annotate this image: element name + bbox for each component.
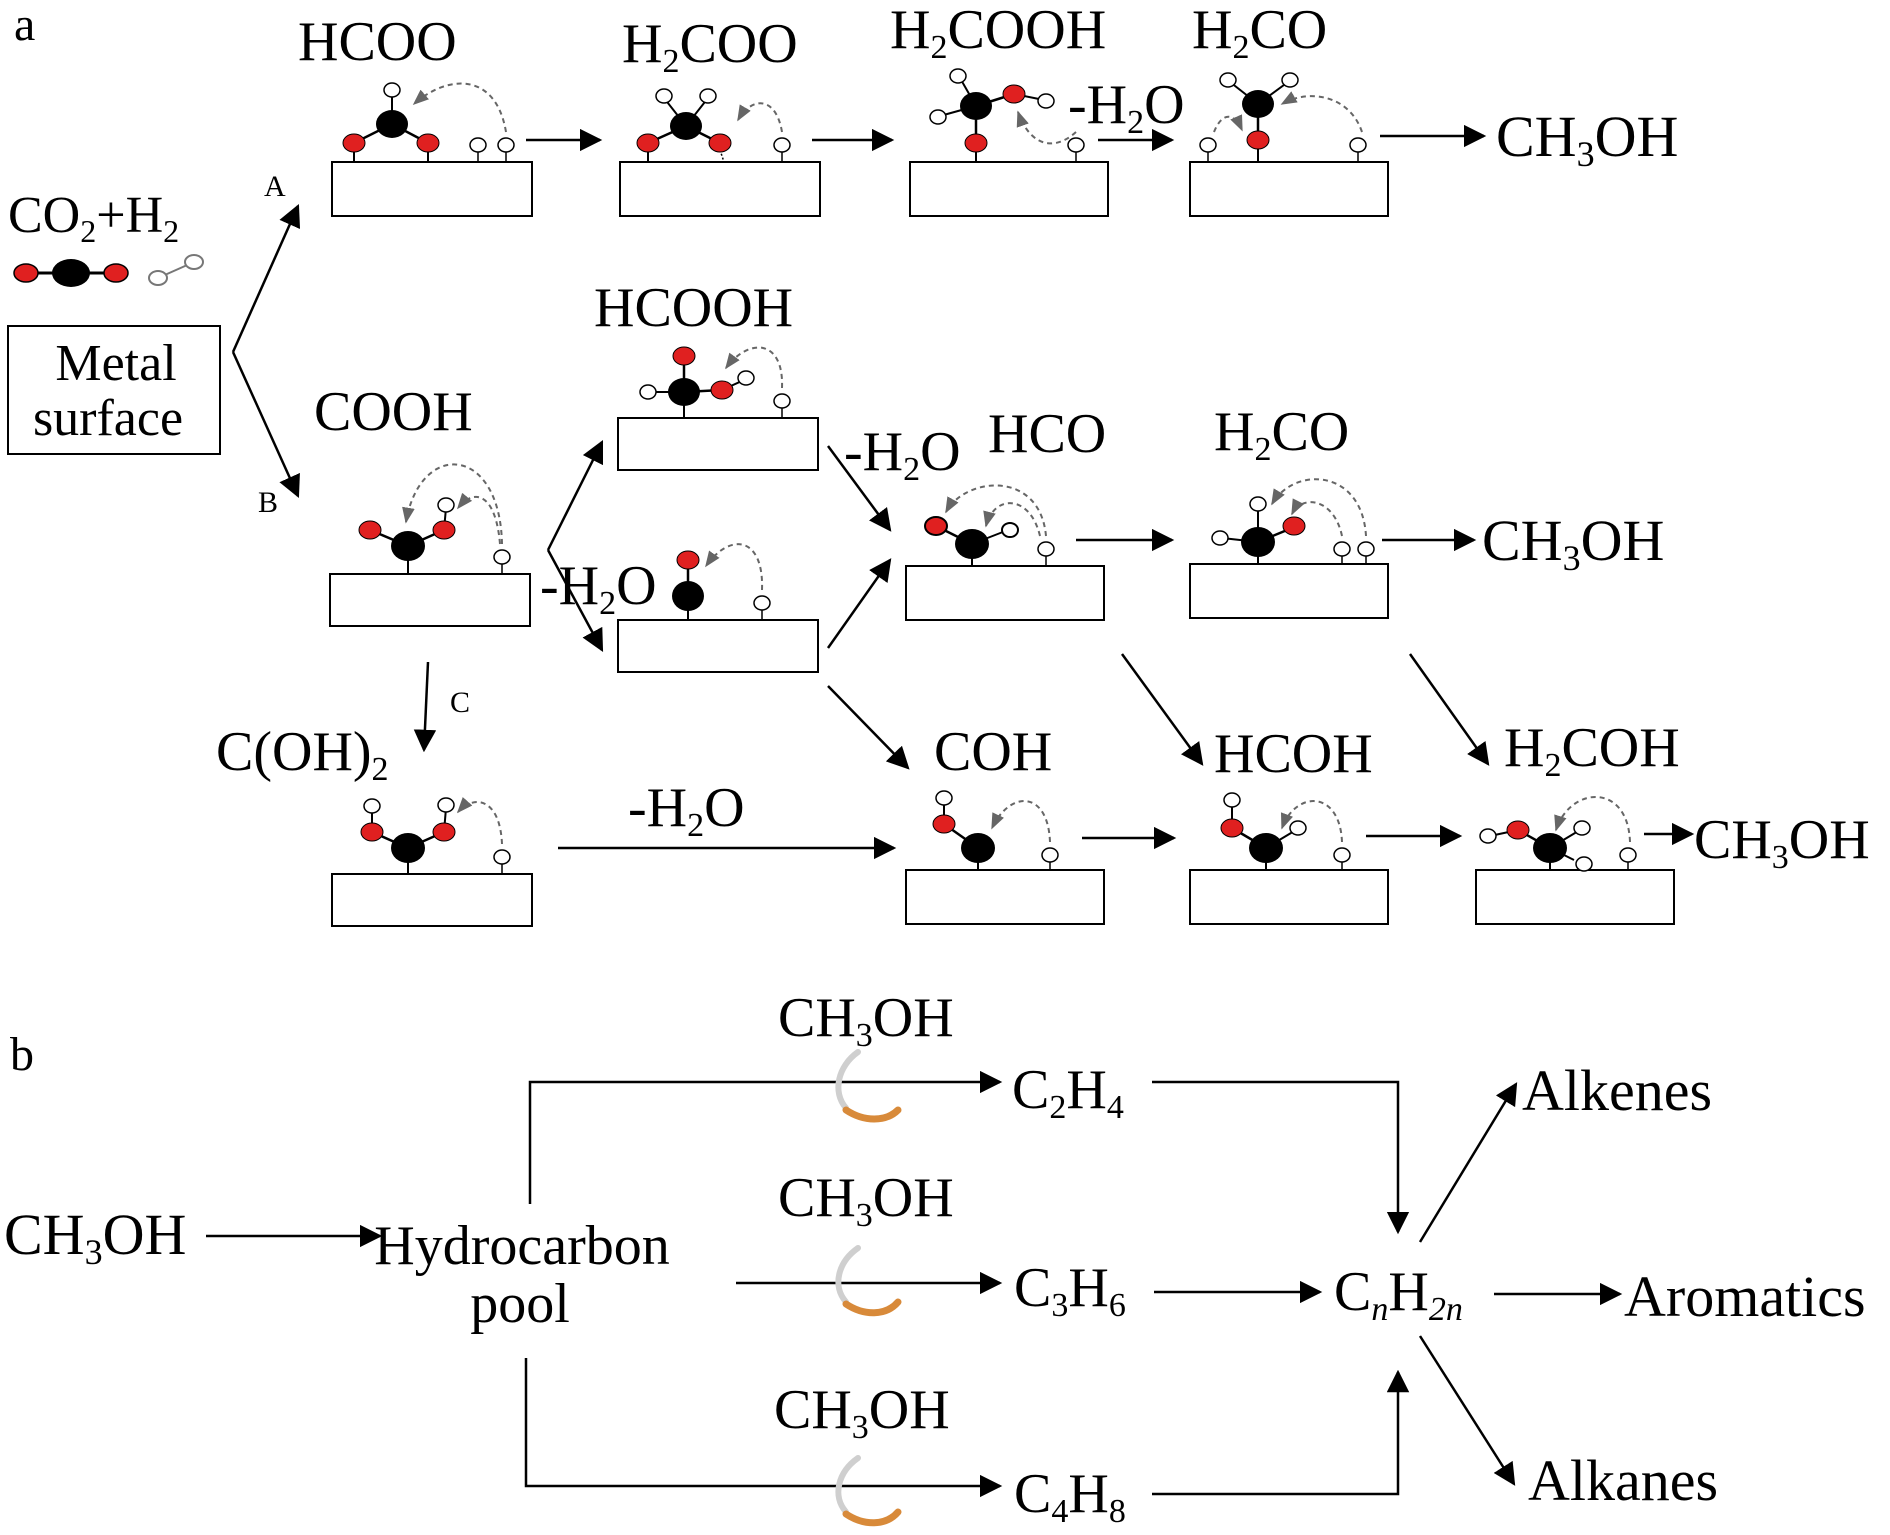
methanol-b1: CH3OH bbox=[1482, 508, 1664, 578]
species-h2co-mid: H2CO bbox=[1214, 401, 1349, 468]
surface-coh2 bbox=[331, 873, 533, 927]
molecule-hcoh bbox=[1220, 792, 1351, 870]
arrow-co-hco bbox=[826, 558, 892, 649]
reactants-label: CO2+H2 bbox=[8, 187, 179, 249]
surface-hcooh bbox=[617, 417, 819, 471]
molecule-h2coo bbox=[636, 88, 791, 163]
route-a-label: A bbox=[264, 170, 286, 203]
molecule-coh bbox=[932, 790, 1059, 870]
molecule-cooh bbox=[358, 463, 511, 574]
route-c-label: C bbox=[450, 686, 470, 719]
species-cooh: COOH bbox=[314, 381, 473, 443]
methanol-feed: CH3OH bbox=[4, 1202, 186, 1272]
route-a-arrow bbox=[231, 203, 301, 353]
surface-hcoo bbox=[331, 161, 533, 217]
olefin-cnh2n: CnH2n bbox=[1334, 1261, 1463, 1328]
panel-b-letter: b bbox=[10, 1028, 34, 1081]
olefin-c4h8: C4H8 bbox=[1014, 1463, 1126, 1530]
arrow-cooh-co bbox=[546, 549, 604, 652]
surface-h2co-mid bbox=[1189, 563, 1389, 619]
surface-h2co-top bbox=[1189, 161, 1389, 217]
species-h2coh: H2COH bbox=[1504, 717, 1680, 784]
species-hcooh: HCOOH bbox=[594, 277, 793, 339]
species-coh2: C(OH)2 bbox=[216, 721, 389, 788]
surface-hcoh bbox=[1189, 869, 1389, 925]
arrow-pool-c2h4 bbox=[528, 1070, 1003, 1204]
molecule-coh2 bbox=[360, 796, 511, 874]
methanol-add-1: CH3OH bbox=[778, 987, 954, 1054]
panel-a-letter: a bbox=[14, 0, 35, 51]
minus-water-b2: -H2O bbox=[540, 555, 657, 622]
minus-water-b1: -H2O bbox=[844, 421, 961, 488]
molecule-h2co-mid bbox=[1211, 478, 1375, 564]
surface-hco bbox=[905, 565, 1105, 621]
product-alkanes: Alkanes bbox=[1528, 1448, 1718, 1513]
methanol-a1: CH3OH bbox=[1496, 104, 1678, 174]
arrow-cooh-hcooh bbox=[546, 439, 604, 551]
metal-surface-line1: Metal bbox=[55, 335, 176, 392]
species-hcoh: HCOH bbox=[1214, 723, 1373, 785]
arrow-to-alkenes bbox=[1418, 1082, 1518, 1243]
species-coh: COH bbox=[934, 721, 1052, 783]
species-h2cooh: H2COOH bbox=[890, 0, 1106, 66]
route-b-label: B bbox=[258, 486, 278, 519]
molecule-co bbox=[672, 543, 771, 620]
molecule-h2co-top bbox=[1199, 72, 1367, 162]
arrow-pool-c4h8 bbox=[524, 1358, 1003, 1498]
molecule-hco bbox=[924, 484, 1055, 566]
surface-co bbox=[617, 619, 819, 673]
species-hco: HCO bbox=[988, 403, 1106, 465]
molecule-hcoo bbox=[342, 82, 515, 162]
arrow-hcooh-hco bbox=[826, 445, 892, 532]
surface-h2cooh bbox=[909, 161, 1109, 217]
species-h2coo: H2COO bbox=[622, 13, 798, 80]
minus-water-a1: -H2O bbox=[1068, 74, 1185, 141]
olefin-c3h6: C3H6 bbox=[1014, 1257, 1126, 1324]
metal-surface-line2: surface bbox=[33, 390, 183, 447]
arrow-hco-hcoh bbox=[1120, 653, 1204, 766]
surface-coh bbox=[905, 869, 1105, 925]
product-aromatics: Aromatics bbox=[1624, 1264, 1866, 1329]
species-h2co-top: H2CO bbox=[1192, 0, 1327, 66]
molecule-h2cooh bbox=[929, 68, 1085, 162]
species-hcoo: HCOO bbox=[298, 11, 457, 73]
pool-line2: pool bbox=[470, 1273, 570, 1335]
arrow-h2co-h2coh bbox=[1408, 653, 1490, 766]
product-alkenes: Alkenes bbox=[1522, 1058, 1712, 1123]
arrow-c4h8-cnh2n bbox=[1152, 1369, 1410, 1496]
arrow-to-alkanes bbox=[1418, 1335, 1516, 1486]
molecule-h2coh bbox=[1479, 796, 1637, 872]
cycle-icon-3 bbox=[835, 1455, 902, 1527]
cycle-icon-1 bbox=[835, 1049, 902, 1123]
olefin-c2h4: C2H4 bbox=[1012, 1059, 1124, 1126]
arrow-c2h4-cnh2n bbox=[1152, 1080, 1410, 1235]
methanol-c1: CH3OH bbox=[1694, 809, 1870, 876]
metal-surface-box bbox=[7, 325, 221, 455]
surface-cooh bbox=[329, 573, 531, 627]
arrow-co-coh bbox=[827, 685, 910, 770]
route-b-arrow bbox=[231, 351, 300, 499]
surface-h2coh bbox=[1475, 869, 1675, 925]
minus-water-c1: -H2O bbox=[628, 777, 745, 844]
methanol-add-2: CH3OH bbox=[778, 1167, 954, 1234]
surface-h2coo bbox=[619, 161, 821, 217]
route-c-arrow bbox=[413, 661, 437, 753]
h2-molecule bbox=[148, 254, 204, 286]
cycle-icon-2 bbox=[835, 1245, 902, 1317]
pool-line1: Hydrocarbon bbox=[374, 1215, 669, 1277]
co2-molecule bbox=[13, 259, 129, 287]
molecule-hcooh bbox=[639, 346, 791, 418]
methanol-add-3: CH3OH bbox=[774, 1379, 950, 1446]
